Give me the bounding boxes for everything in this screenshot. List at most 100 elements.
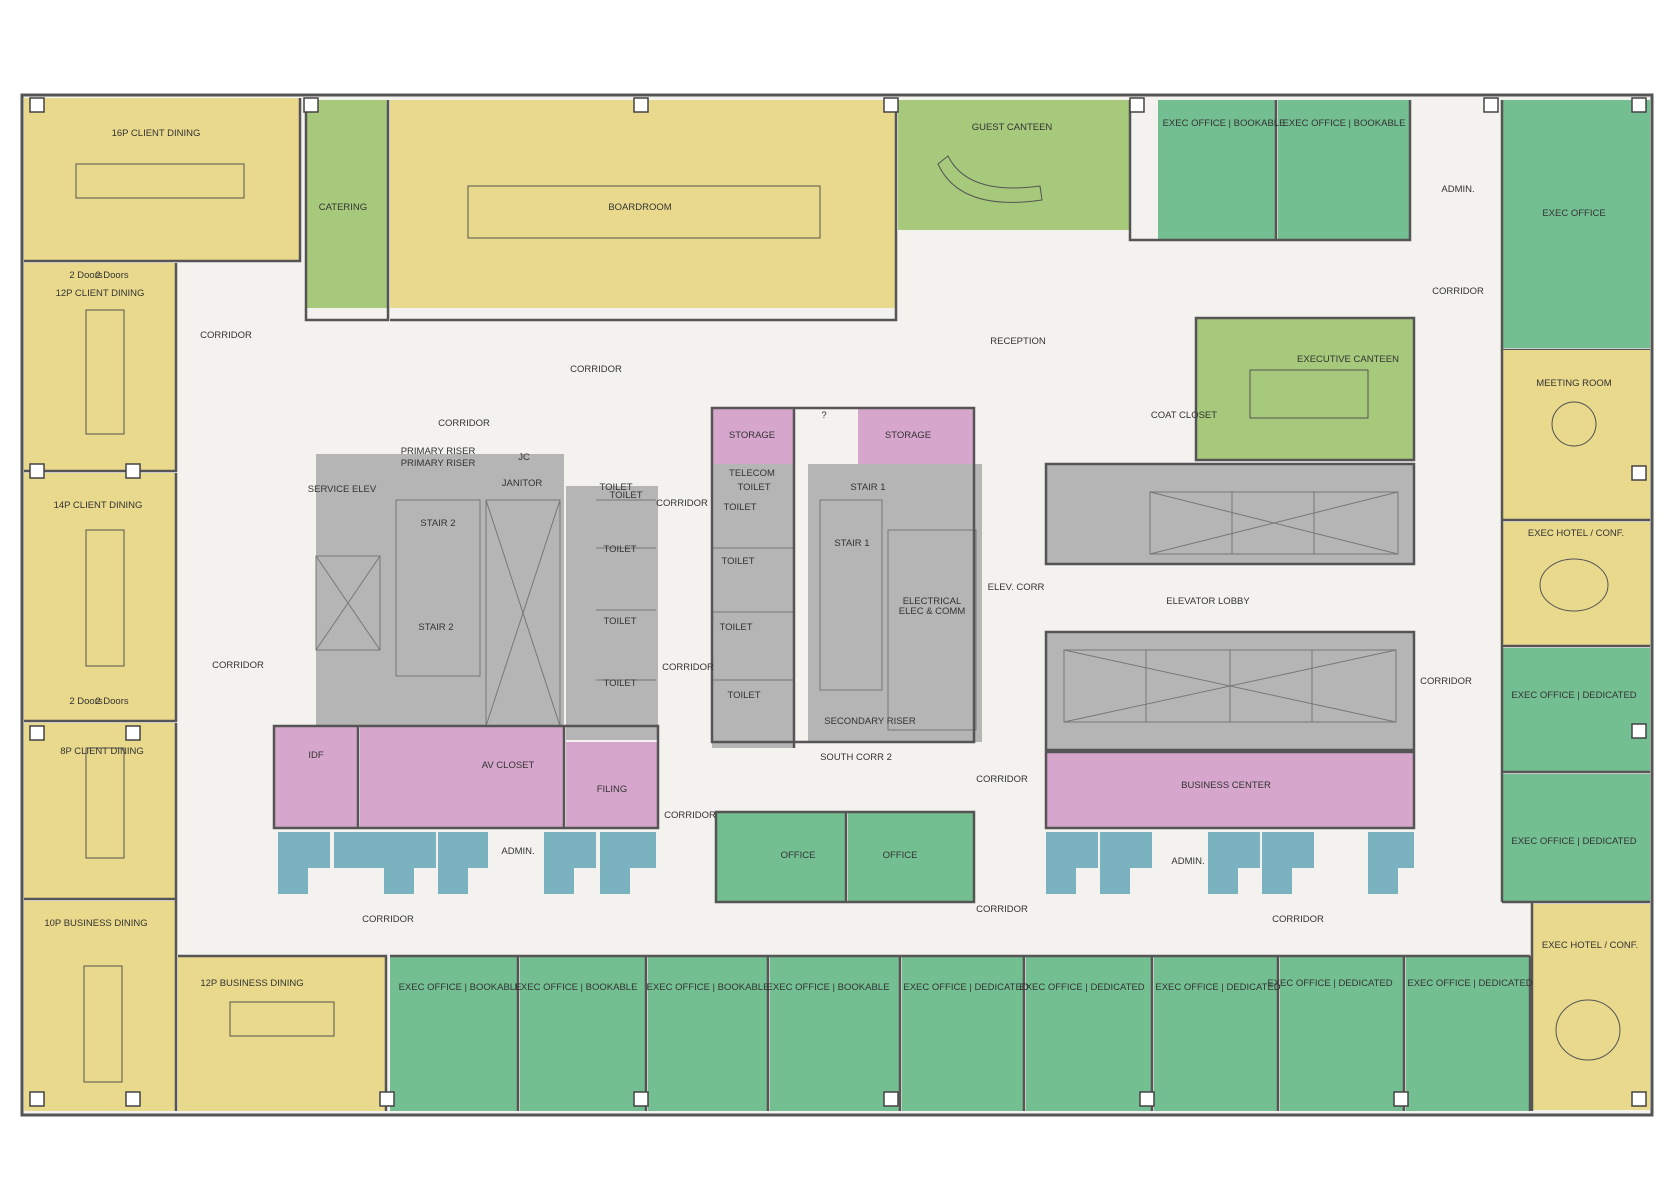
room-idf[interactable]: [274, 726, 358, 828]
label-toilet-w3: TOILET: [603, 544, 636, 555]
label-exec-hotel-conf-1: EXEC HOTEL / CONF.: [1528, 528, 1624, 539]
room-8p-client-dining[interactable]: [24, 723, 176, 899]
label-av-closet: AV CLOSET: [482, 760, 535, 771]
label-two-doors-2: 2 Doors: [95, 270, 129, 281]
room-exec-office-dedicated-e1[interactable]: [1502, 648, 1650, 772]
label-16p-client-dining: 16P CLIENT DINING: [112, 128, 201, 139]
room-storage-1[interactable]: [712, 408, 794, 464]
room-av-closet[interactable]: [360, 726, 564, 828]
label-service-elev: SERVICE ELEV: [308, 484, 377, 495]
room-telecom[interactable]: [712, 464, 794, 488]
label-coat-closet: COAT CLOSET: [1151, 410, 1217, 421]
label-corridor-12: CORRIDOR: [1420, 676, 1472, 687]
room-exec-office-s2[interactable]: [520, 956, 646, 1111]
core-center-stair: [808, 464, 982, 742]
label-12p-client-dining: 12P CLIENT DINING: [56, 288, 145, 299]
room-14p-client-dining[interactable]: [24, 473, 176, 721]
label-corridor-4: CORRIDOR: [656, 498, 708, 509]
label-guest-canteen: GUEST CANTEEN: [972, 122, 1053, 133]
label-idf: IDF: [308, 750, 324, 761]
label-toilet-c5: TOILET: [727, 690, 760, 701]
room-10p-business-dining[interactable]: [24, 901, 176, 1111]
label-toilet-w4: TOILET: [603, 616, 636, 627]
elevator-bank-north: [1046, 464, 1414, 564]
room-16p-client-dining[interactable]: [24, 98, 300, 261]
label-south-office-7: EXEC OFFICE | DEDICATED: [1155, 982, 1280, 993]
label-catering: CATERING: [319, 202, 367, 213]
room-office-1[interactable]: [716, 812, 846, 902]
label-exec-office-dedicated-e1: EXEC OFFICE | DEDICATED: [1511, 690, 1636, 701]
label-storage-2: STORAGE: [885, 430, 931, 441]
room-exec-office-s7[interactable]: [1154, 956, 1278, 1111]
room-exec-office-dedicated-e2[interactable]: [1502, 774, 1650, 902]
room-exec-hotel-conf-1[interactable]: [1502, 522, 1650, 646]
label-question-mark: ?: [821, 410, 826, 421]
label-office-2: OFFICE: [883, 850, 918, 861]
label-stair-1-top: STAIR 1: [850, 482, 885, 493]
label-south-office-2: EXEC OFFICE | BOOKABLE: [515, 982, 638, 993]
label-corridor-1: CORRIDOR: [200, 330, 252, 341]
label-elevator-lobby: ELEVATOR LOBBY: [1166, 596, 1250, 607]
label-primary-riser-1: PRIMARY RISER: [401, 446, 476, 457]
structural-columns: [29, 97, 1647, 1107]
label-toilet-c3: TOILET: [721, 556, 754, 567]
room-guest-canteen[interactable]: [898, 100, 1130, 230]
label-office-1: OFFICE: [781, 850, 816, 861]
label-two-doors-1: 2 Doors: [69, 270, 103, 281]
center-core: [710, 406, 982, 748]
label-business-center: BUSINESS CENTER: [1181, 780, 1271, 791]
label-janitor: JANITOR: [502, 478, 543, 489]
label-admin-ne: ADMIN.: [1441, 184, 1474, 195]
room-exec-office-s1[interactable]: [390, 956, 518, 1111]
label-12p-business-dining: 12P BUSINESS DINING: [200, 978, 303, 989]
label-stair-2-top: STAIR 2: [420, 518, 455, 529]
room-office-2[interactable]: [848, 812, 974, 902]
room-labels: 16P CLIENT DINING 12P CLIENT DINING 14P …: [44, 118, 1638, 993]
room-exec-office-s9[interactable]: [1406, 956, 1530, 1111]
room-boardroom[interactable]: [390, 100, 896, 308]
label-toilet-c1: TOILET: [737, 482, 770, 493]
label-jc: JC: [518, 452, 530, 463]
room-exec-office-s8[interactable]: [1280, 956, 1404, 1111]
label-10p-business-dining: 10P BUSINESS DINING: [44, 918, 147, 929]
label-corridor-8: CORRIDOR: [362, 914, 414, 925]
room-executive-canteen[interactable]: [1196, 318, 1414, 460]
label-toilet-c2: TOILET: [723, 502, 756, 513]
label-exec-office-bookable-n2: EXEC OFFICE | BOOKABLE: [1283, 118, 1406, 129]
label-8p-client-dining: 8P CLIENT DINING: [60, 746, 144, 757]
furniture: [75, 155, 1621, 1083]
room-exec-office-bookable-n1[interactable]: [1158, 100, 1276, 240]
admin-workstations-west: [278, 832, 656, 894]
label-admin-w: ADMIN.: [501, 846, 534, 857]
room-exec-office-ne[interactable]: [1502, 100, 1650, 348]
room-12p-client-dining[interactable]: [24, 263, 176, 471]
room-exec-office-s5[interactable]: [902, 956, 1024, 1111]
label-secondary-riser: SECONDARY RISER: [824, 716, 916, 727]
room-exec-office-s6[interactable]: [1026, 956, 1152, 1111]
label-corridor-7: CORRIDOR: [212, 660, 264, 671]
room-business-center[interactable]: [1046, 752, 1414, 828]
label-elev-corr: ELEV. CORR: [988, 582, 1045, 593]
room-exec-hotel-conf-2[interactable]: [1532, 904, 1650, 1110]
label-corridor-3: CORRIDOR: [438, 418, 490, 429]
core-center-toilets: [712, 488, 794, 748]
room-12p-business-dining[interactable]: [178, 956, 386, 1111]
label-corridor-5: CORRIDOR: [662, 662, 714, 673]
south-band: [390, 954, 1532, 1111]
room-storage-2[interactable]: [858, 408, 974, 464]
label-14p-client-dining: 14P CLIENT DINING: [54, 500, 143, 511]
room-catering[interactable]: [306, 100, 388, 308]
room-exec-office-bookable-n2[interactable]: [1278, 100, 1410, 240]
label-two-doors-3: 2 Doors: [69, 696, 103, 707]
east-core: [1044, 462, 1416, 830]
label-exec-hotel-conf-2: EXEC HOTEL / CONF.: [1542, 940, 1638, 951]
room-meeting[interactable]: [1502, 350, 1650, 520]
label-primary-riser-2: PRIMARY RISER: [401, 458, 476, 469]
room-filing[interactable]: [566, 742, 658, 828]
room-exec-office-s4[interactable]: [770, 956, 900, 1111]
label-south-office-6: EXEC OFFICE | DEDICATED: [1019, 982, 1144, 993]
room-exec-office-s3[interactable]: [648, 956, 768, 1111]
label-filing: FILING: [597, 784, 628, 795]
label-exec-office-dedicated-e2: EXEC OFFICE | DEDICATED: [1511, 836, 1636, 847]
north-band: [304, 100, 1650, 352]
